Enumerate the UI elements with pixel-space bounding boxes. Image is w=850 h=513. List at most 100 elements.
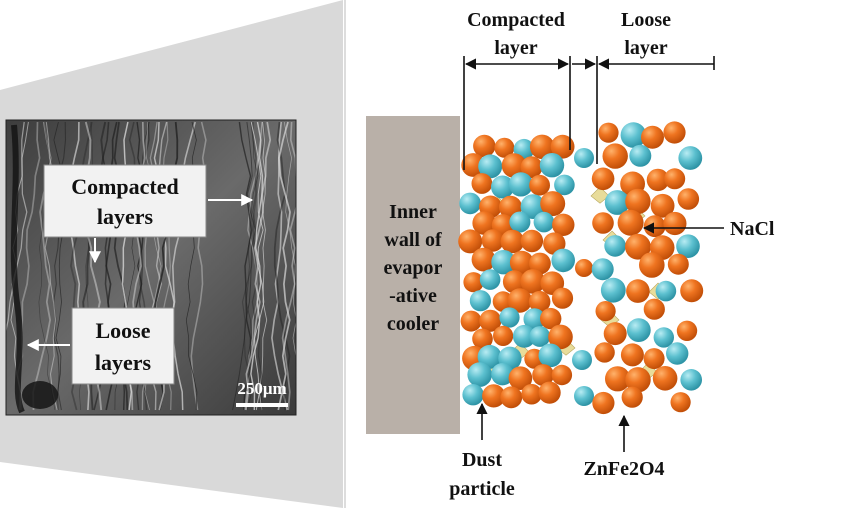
dust-particle <box>471 247 496 272</box>
znfe2o4-particle <box>604 190 630 215</box>
dust-particle <box>617 209 644 236</box>
dust-particle <box>603 322 627 346</box>
nacl-label: NaCl <box>730 218 775 240</box>
dust-particle <box>591 167 615 191</box>
dust-particle <box>595 301 616 322</box>
loose-layer-label-1: Loose <box>621 9 671 31</box>
dust-particle <box>473 134 496 158</box>
dust-particle <box>493 325 514 346</box>
znfe2o4-particle <box>574 386 594 406</box>
dust-particle <box>664 168 686 190</box>
dust-particle <box>529 252 551 275</box>
znfe2o4-particle <box>572 350 592 370</box>
dust-particle <box>529 174 550 196</box>
dust-particle <box>551 364 573 386</box>
dust-particle <box>528 290 551 313</box>
znfe2o4-particle <box>529 326 551 347</box>
znfe2o4-particle <box>554 174 575 196</box>
dust-particle <box>602 143 628 169</box>
dust-particle <box>520 156 543 179</box>
znfe2o4-particle <box>574 148 594 168</box>
znfe2o4-particle <box>477 344 502 369</box>
dust-particle <box>500 386 523 409</box>
loose-layer-label-2: layer <box>624 37 667 59</box>
dust-particle <box>548 324 573 350</box>
znfe2o4-particle <box>467 362 493 387</box>
znfe2o4-particle <box>469 290 491 312</box>
dust-particle <box>646 168 670 192</box>
dust-particle <box>680 279 704 303</box>
dust-particle <box>552 213 575 236</box>
callout-compacted-line2: layers <box>97 204 154 229</box>
znfe2o4-particle <box>491 250 516 275</box>
dust-particle <box>605 366 631 392</box>
dust-particle <box>592 212 614 234</box>
dust-particle <box>641 125 664 149</box>
dust-particle <box>472 211 497 235</box>
dust-particle <box>540 191 566 217</box>
dust-particle <box>460 310 482 332</box>
dust-particle <box>652 366 678 391</box>
dust-particle <box>626 279 650 303</box>
dust-particle <box>663 121 686 144</box>
dust-particle <box>643 348 665 370</box>
znfe2o4-particle <box>459 192 481 215</box>
znfe2o4-particle <box>533 211 555 233</box>
znfe2o4-particle <box>653 327 674 348</box>
znfe2o4-label: ZnFe2O4 <box>583 458 664 480</box>
dust-particle <box>509 250 534 275</box>
dust-particle <box>670 392 691 413</box>
dust-particle <box>494 137 515 158</box>
wall-label-3: evapor <box>384 257 443 279</box>
dust-particle <box>639 252 665 278</box>
particle-deposit <box>458 121 704 415</box>
znfe2o4-particle <box>538 343 563 368</box>
znfe2o4-particle <box>600 277 626 303</box>
dust-particle <box>482 384 506 408</box>
dust-particle <box>520 229 544 253</box>
dust-particle <box>521 383 542 405</box>
dust-particle <box>458 229 483 254</box>
znfe2o4-text: ZnFe2O4 <box>583 458 664 480</box>
scale-bar-label: 250μm <box>237 379 286 398</box>
dust-particle <box>676 320 698 341</box>
znfe2o4-particle <box>491 175 514 199</box>
dust-particle <box>532 364 554 386</box>
compacted-layer-label-2: layer <box>494 37 537 59</box>
znfe2o4-particle <box>551 248 575 273</box>
dust-particle <box>594 342 615 363</box>
znfe2o4-particle <box>499 307 520 328</box>
znfe2o4-particle <box>479 269 501 290</box>
znfe2o4-particle <box>520 194 546 220</box>
dust-particle <box>551 287 574 309</box>
dust-particle <box>621 386 643 408</box>
wall-label-4: -ative <box>389 285 437 307</box>
znfe2o4-particle <box>491 363 514 386</box>
dust-particle <box>472 328 493 350</box>
wall-label-5: cooler <box>387 313 439 335</box>
wall-label-1: Inner <box>389 201 437 223</box>
dust-particle <box>540 307 562 330</box>
dust-particle <box>481 229 504 252</box>
dust-particle <box>625 188 651 215</box>
dust-particle <box>650 193 675 218</box>
dust-particle <box>463 272 484 293</box>
dust-particle <box>501 153 527 178</box>
dust-particle <box>507 288 532 313</box>
dust-particle <box>520 269 546 294</box>
znfe2o4-particle <box>626 318 651 342</box>
wall-label-2: wall of <box>384 229 442 251</box>
znfe2o4-particle <box>676 234 700 258</box>
layer-dimension-lines <box>463 56 715 170</box>
callout-compacted-layers: Compacted layers <box>43 164 207 238</box>
dust-particle <box>663 211 687 236</box>
dust-particle <box>529 134 555 159</box>
callout-loose-line2: layers <box>95 350 152 375</box>
callout-loose-line1: Loose <box>96 318 151 343</box>
inner-wall: Inner wall of evapor -ative cooler <box>366 116 460 434</box>
nacl-crystal <box>590 186 610 204</box>
znfe2o4-particle <box>462 384 484 406</box>
znfe2o4-particle <box>666 342 689 365</box>
dust-particle <box>550 134 575 159</box>
